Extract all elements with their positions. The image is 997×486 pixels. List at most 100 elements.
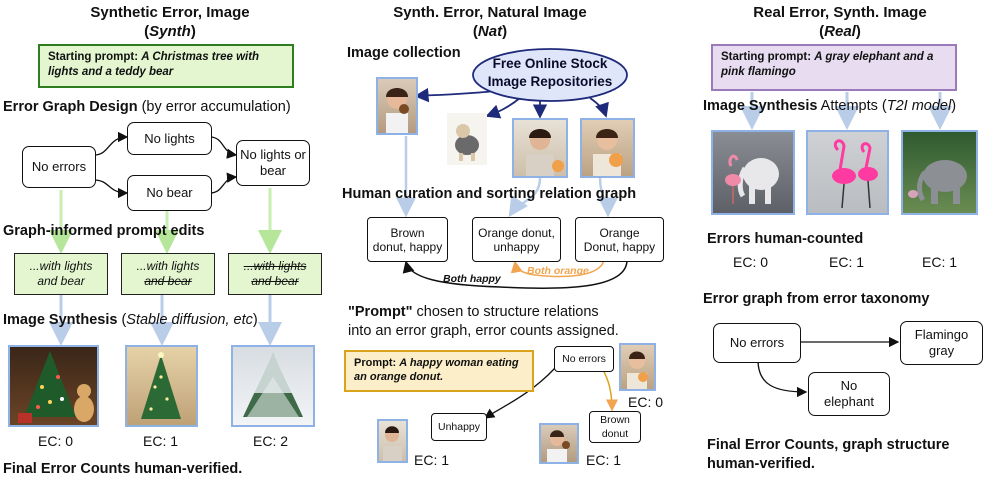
nat-collection-heading: Image collection bbox=[347, 45, 461, 61]
synth-ec-0: EC: 0 bbox=[38, 433, 74, 449]
synth-synthesis-note: Stable diffusion, etc bbox=[126, 312, 253, 328]
real-image-gray-flamingo bbox=[901, 130, 978, 215]
nat-graph-node-brown-donut-line2: donut bbox=[601, 428, 629, 440]
woman-unhappy-illustration bbox=[526, 129, 564, 176]
real-final-line2: human-verified. bbox=[707, 456, 815, 472]
nat-node-orange-unhappy-line1: Orange donut, bbox=[478, 225, 555, 240]
elephant-gray-flamingo-illustration bbox=[908, 160, 967, 204]
nat-image-woman-orange-happy bbox=[580, 118, 635, 178]
nat-relation-both-happy: Both happy bbox=[443, 273, 501, 285]
synth-edit-3-line1: ...with lights bbox=[243, 259, 307, 273]
nat-prompt-heading: "Prompt" chosen to structure relations i… bbox=[348, 303, 619, 341]
real-prompt-text: A gray elephant and a pink flamingo bbox=[721, 51, 934, 78]
real-attempts-heading: Image Synthesis Attempts (T2I model) bbox=[703, 98, 957, 114]
nat-image-woman-brown-donut bbox=[376, 77, 418, 135]
synth-ec-1: EC: 1 bbox=[143, 433, 179, 449]
nat-prompt-heading-quote: "Prompt" bbox=[348, 304, 413, 320]
nat-node-orange-happy-line1: Orange bbox=[599, 225, 640, 240]
woman-happy-illustration bbox=[593, 129, 623, 176]
real-tag: Real bbox=[824, 23, 856, 40]
nat-title-line2: (Nat) bbox=[472, 23, 508, 40]
real-node-no-elephant-line1: No bbox=[840, 378, 858, 393]
synth-edit-3-line2: and bear bbox=[251, 274, 299, 288]
synth-tag: Synth bbox=[149, 23, 191, 40]
nat-prompt-text: A happy woman eating an orange donut. bbox=[354, 357, 519, 383]
nat-tag: Nat bbox=[477, 23, 503, 40]
synth-edits-heading: Graph-informed prompt edits bbox=[3, 223, 205, 239]
real-counted-heading: Errors human-counted bbox=[707, 231, 864, 247]
synth-ec-2: EC: 2 bbox=[253, 433, 289, 449]
synth-image-tree-no-bear bbox=[125, 345, 198, 427]
nat-node-orange-unhappy-line2: unhappy bbox=[493, 239, 540, 254]
woman-happy-illustration bbox=[627, 351, 648, 389]
synth-edit-2-line1: ...with lights bbox=[136, 259, 200, 273]
real-image-flamingos-no-elephant bbox=[806, 130, 889, 215]
real-node-no-errors: No errors bbox=[713, 323, 801, 363]
nat-node-brown-happy-line2: donut, happy bbox=[372, 239, 443, 254]
nat-ec-1: EC: 1 bbox=[414, 452, 450, 468]
real-attempts-title: Image Synthesis bbox=[703, 98, 818, 114]
real-ec-0: EC: 0 bbox=[733, 254, 769, 270]
real-node-flamingo-gray-line1: Flamingo bbox=[914, 327, 969, 342]
synth-synthesis-title: Image Synthesis bbox=[3, 312, 118, 328]
synth-edit-1-line1: ...with lights bbox=[29, 259, 93, 273]
synth-title-line2: (Synth) bbox=[144, 23, 196, 40]
real-attempts-model: T2I model bbox=[886, 98, 952, 114]
synth-node-no-lights: No lights bbox=[127, 122, 212, 155]
synth-edit-2: ...with lights and bear bbox=[121, 253, 215, 295]
real-final-note: Final Error Counts, graph structure huma… bbox=[707, 436, 950, 474]
real-final-line1: Final Error Counts, graph structure bbox=[707, 437, 950, 453]
nat-graph-node-unhappy: Unhappy bbox=[431, 413, 487, 441]
nat-curation-heading: Human curation and sorting relation grap… bbox=[342, 186, 637, 202]
stock-repositories-line1: Free Online Stock bbox=[492, 56, 608, 71]
nat-ec-0: EC: 0 bbox=[628, 394, 664, 410]
nat-ec-2: EC: 1 bbox=[586, 452, 622, 468]
synth-node-no-bear-label: No bear bbox=[146, 185, 193, 200]
nat-graph-node-no-errors-label: No errors bbox=[562, 353, 606, 365]
stock-repositories-label: Free Online Stock Image Repositories bbox=[470, 55, 630, 91]
synth-node-no-lights-or-bear: No lights or bear bbox=[236, 140, 310, 186]
nat-prompt-label: Prompt: bbox=[354, 357, 397, 369]
nat-title: Synth. Error, Natural Image (Nat) bbox=[360, 3, 620, 41]
synth-node-no-bear: No bear bbox=[127, 175, 212, 211]
synth-error-graph-heading: Error Graph Design (by error accumulatio… bbox=[3, 98, 291, 116]
woman-eating-donut-illustration bbox=[386, 88, 409, 133]
synth-edit-2-line2: and bear bbox=[144, 274, 192, 288]
synth-prompt-box: Starting prompt: A Christmas tree with l… bbox=[38, 44, 294, 88]
nat-image-dog-distractor bbox=[447, 113, 487, 165]
dog-illustration bbox=[455, 124, 479, 161]
snowy-tree-illustration bbox=[243, 353, 303, 417]
synth-title-line1: Synthetic Error, Image bbox=[90, 4, 250, 21]
synth-node-no-lights-label: No lights bbox=[144, 130, 195, 146]
nat-graph-image-brown-donut bbox=[539, 423, 579, 464]
real-ec-2: EC: 1 bbox=[922, 254, 958, 270]
nat-graph-image-happy-orange bbox=[619, 343, 656, 391]
synth-node-no-lights-or-bear-label: No lights or bear bbox=[240, 147, 306, 178]
woman-unhappy-illustration bbox=[383, 426, 402, 461]
nat-prompt-box: Prompt: A happy woman eating an orange d… bbox=[344, 350, 534, 392]
nat-prompt-heading-line1: "Prompt" chosen to structure relations bbox=[348, 303, 619, 322]
synth-final-note: Final Error Counts human-verified. bbox=[3, 461, 243, 477]
synth-prompt-label: Starting prompt: bbox=[48, 51, 139, 63]
synth-title: Synthetic Error, Image (Synth) bbox=[40, 3, 300, 41]
synth-error-graph-note: (by error accumulation) bbox=[137, 99, 291, 115]
woman-eating-donut-illustration bbox=[547, 430, 570, 462]
flamingo-illustration bbox=[832, 139, 878, 209]
synth-edit-1-line2: and bear bbox=[37, 274, 85, 288]
real-node-flamingo-gray-line2: gray bbox=[928, 343, 955, 358]
real-image-elephant-flamingo bbox=[711, 130, 795, 215]
real-title-line2: (Real) bbox=[819, 23, 861, 40]
nat-graph-node-unhappy-label: Unhappy bbox=[437, 421, 481, 433]
elephant-flamingo-illustration bbox=[725, 154, 779, 204]
nat-relation-both-orange: Both orange bbox=[527, 265, 589, 277]
nat-image-woman-orange-unhappy bbox=[512, 118, 568, 178]
synth-error-graph-title: Error Graph Design bbox=[3, 99, 138, 115]
synth-prompt-text: A Christmas tree with lights and a teddy… bbox=[48, 51, 260, 78]
synth-image-tree-lights-bear bbox=[8, 345, 99, 427]
nat-graph-image-unhappy bbox=[377, 419, 408, 463]
real-attempts-rest: Attempts ( bbox=[817, 98, 887, 114]
synth-node-no-errors-label: No errors bbox=[31, 159, 87, 174]
